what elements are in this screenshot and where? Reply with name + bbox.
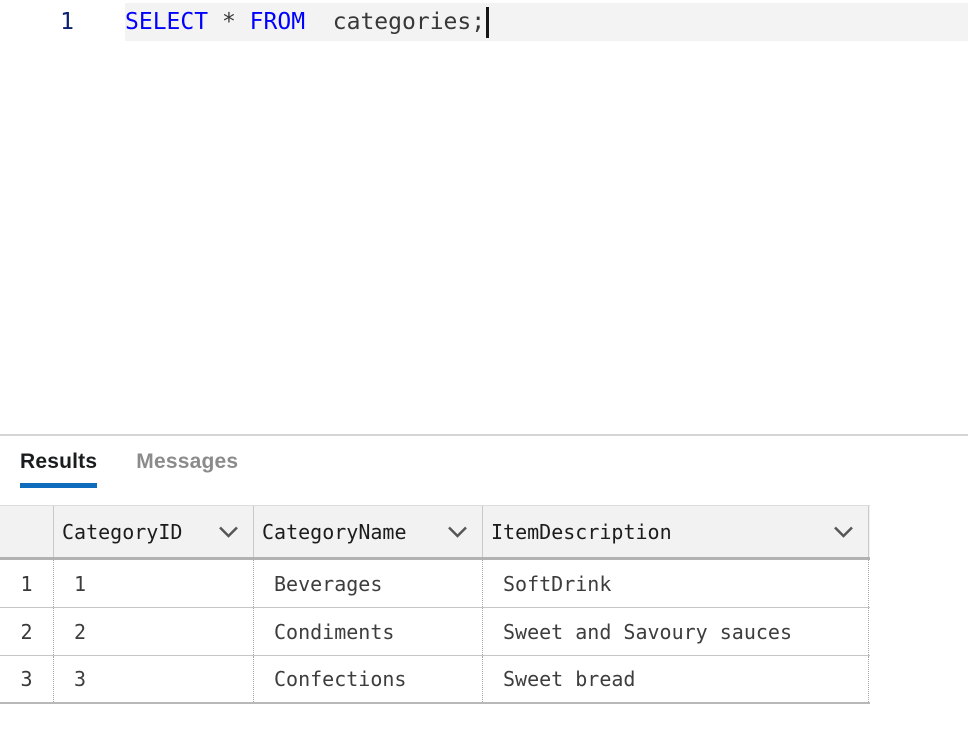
column-header-categoryname[interactable]: CategoryName [253, 506, 482, 557]
tab-messages[interactable]: Messages [136, 450, 239, 473]
sql-keyword-select: SELECT [125, 9, 209, 35]
editor-active-line: 1 SELECT * FROM categories; [0, 3, 968, 41]
chevron-down-icon[interactable] [218, 526, 239, 538]
chevron-down-icon[interactable] [447, 526, 468, 538]
row-number-cell[interactable]: 1 [20, 571, 33, 596]
cell-categoryname[interactable]: Beverages [253, 560, 482, 607]
table-row: 2 2 Condiments Sweet and Savoury sauces [0, 608, 870, 656]
sql-star-token: * [221, 9, 236, 35]
row-number-cell[interactable]: 3 [20, 667, 33, 691]
column-label: CategoryName [262, 519, 407, 544]
column-label: CategoryID [62, 519, 183, 544]
line-number[interactable]: 1 [0, 3, 125, 41]
chevron-down-icon[interactable] [833, 526, 854, 538]
cell-itemdescription[interactable]: Sweet bread [482, 656, 869, 702]
code-whitespace [236, 9, 250, 35]
cell-categoryid[interactable]: 2 [53, 608, 253, 655]
results-panel-tabs: Results Messages [20, 450, 238, 488]
results-grid: CategoryID CategoryName ItemDescription … [0, 505, 870, 704]
column-label: ItemDescription [491, 519, 672, 544]
panel-divider [0, 434, 968, 436]
cell-categoryname[interactable]: Confections [253, 656, 482, 702]
cell-categoryid[interactable]: 3 [53, 656, 253, 702]
text-cursor [486, 6, 490, 38]
cell-itemdescription[interactable]: Sweet and Savoury sauces [482, 608, 869, 655]
results-grid-header: CategoryID CategoryName ItemDescription [0, 505, 870, 560]
sql-editor[interactable]: 1 SELECT * FROM categories; [0, 0, 968, 434]
grid-corner-cell[interactable] [0, 506, 53, 557]
sql-keyword-from: FROM [249, 9, 306, 35]
code-line[interactable]: SELECT * FROM categories; [125, 3, 968, 41]
row-number-cell[interactable]: 2 [20, 619, 33, 644]
column-header-itemdescription[interactable]: ItemDescription [482, 506, 869, 557]
column-header-categoryid[interactable]: CategoryID [53, 506, 253, 557]
cell-categoryname[interactable]: Condiments [253, 608, 482, 655]
code-whitespace [208, 9, 222, 35]
table-row: 1 1 Beverages SoftDrink [0, 560, 870, 608]
sql-table-token: categories; [332, 9, 486, 35]
tab-results[interactable]: Results [20, 450, 98, 488]
cell-categoryid[interactable]: 1 [53, 560, 253, 607]
code-whitespace [305, 9, 333, 35]
table-row: 3 3 Confections Sweet bread [0, 656, 870, 704]
cell-itemdescription[interactable]: SoftDrink [482, 560, 869, 607]
